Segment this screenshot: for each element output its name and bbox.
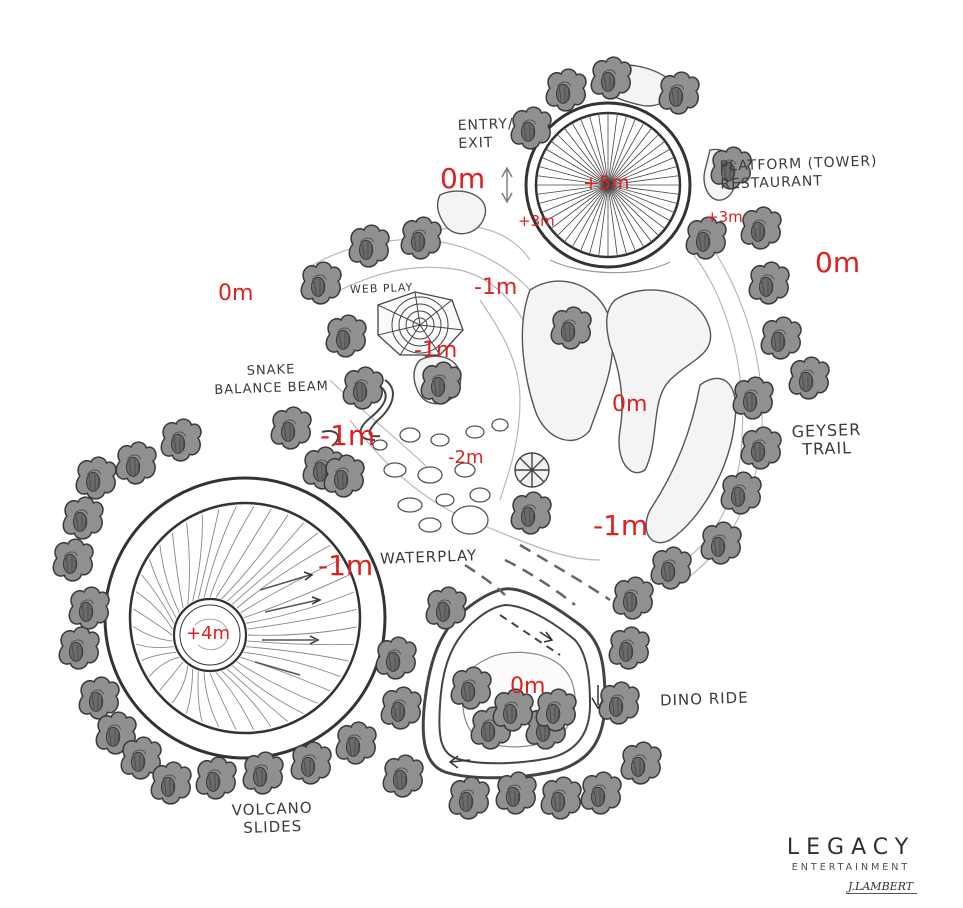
tree-icon [748, 261, 790, 305]
tree-icon [612, 576, 654, 620]
tree-icon [760, 316, 802, 360]
tree-icon [290, 741, 332, 785]
tree-icon [495, 771, 537, 815]
stepping-stones [372, 418, 509, 535]
tree-icon [448, 776, 490, 820]
tree-icon [788, 356, 830, 400]
tree-icon [348, 224, 390, 268]
geyser-feature [514, 452, 550, 488]
tower-restaurant-label: PLATFORM (TOWER) RESTAURANT [719, 153, 878, 193]
tree-icon [580, 771, 622, 815]
entry-arrow [501, 166, 513, 204]
tree-icon [270, 406, 312, 450]
elevation-pool: -2m [448, 447, 484, 468]
tree-icon [78, 676, 120, 720]
tree-icon [75, 456, 117, 500]
elevation-web-inner: -1m [414, 338, 458, 363]
tree-icon [400, 216, 442, 260]
brand-subtitle: ENTERTAINMENT [791, 862, 911, 873]
tree-icon [732, 376, 774, 420]
tree-icon [510, 491, 552, 535]
tree-icon [590, 56, 632, 100]
tree-icon [150, 761, 192, 805]
tree-icon [342, 366, 384, 410]
snake-balance-beam [321, 379, 394, 447]
elevation-web: -1m [474, 275, 518, 300]
tree-icon [242, 751, 284, 795]
artist-signature: J.LAMBERT [846, 880, 918, 894]
brand-name: LEGACY [786, 835, 916, 860]
waterplay-label: WATERPLAY [379, 546, 478, 568]
dashed-paths [464, 543, 611, 606]
elevation-snake: -1m [320, 419, 376, 452]
tree-icon [195, 756, 237, 800]
tree-icon [58, 626, 100, 670]
volcano-slides [103, 476, 387, 760]
tree-icon [450, 666, 492, 710]
tree-icon [325, 314, 367, 358]
tree-icon [598, 681, 640, 725]
elevation-geyser: -1m [593, 509, 649, 542]
tree-icon [335, 721, 377, 765]
tree-icon [510, 106, 552, 150]
tree-icon [68, 586, 110, 630]
elevation-tower-right: +3m [706, 208, 743, 226]
tree-icon [545, 68, 587, 112]
tree-icon [382, 754, 424, 798]
dino-ride-label: DINO RIDE [659, 688, 749, 710]
elevation-right: 0m [815, 246, 861, 279]
tree-icon [658, 71, 700, 115]
entry-exit-label: ENTRY/ EXIT [457, 116, 514, 152]
spider-web-play [377, 291, 464, 356]
tree-icon [425, 586, 467, 630]
tree-icon [375, 636, 417, 680]
geyser-trail-label: GEYSER TRAIL [791, 419, 862, 459]
tree-icon [52, 538, 94, 582]
tree-icon [115, 441, 157, 485]
tree-icon [740, 206, 782, 250]
tree-icon [700, 521, 742, 565]
volcano-slides-label: VOLCANO SLIDES [231, 798, 313, 838]
tree-icon [608, 626, 650, 670]
elevation-tower-left: +3m [518, 212, 555, 230]
tree-icon [720, 471, 762, 515]
tree-icon [62, 496, 104, 540]
elevation-left: 0m [218, 281, 254, 306]
elevation-dino: 0m [510, 674, 546, 699]
tree-icon [550, 306, 592, 350]
tree-icon [380, 686, 422, 730]
elevation-water: -1m [318, 549, 374, 582]
elevation-tower-center: +5m [583, 172, 630, 194]
tree-icon [323, 454, 365, 498]
web-play-label: WEB PLAY [349, 280, 414, 297]
elevation-center: 0m [612, 392, 648, 417]
tree-icon [160, 418, 202, 462]
tree-icon [420, 361, 462, 405]
tree-icon [540, 776, 582, 820]
legacy-logo: LEGACY ENTERTAINMENT [776, 835, 926, 874]
tree-icon [300, 261, 342, 305]
tree-icon [650, 546, 692, 590]
tree-icon [620, 741, 662, 785]
tower-restaurant [524, 101, 692, 274]
elevation-volcano: +4m [186, 623, 231, 644]
snake-balance-beam-label: SNAKE BALANCE BEAM [214, 362, 330, 398]
elevation-entry: 0m [440, 162, 486, 195]
tree-icon [740, 426, 782, 470]
